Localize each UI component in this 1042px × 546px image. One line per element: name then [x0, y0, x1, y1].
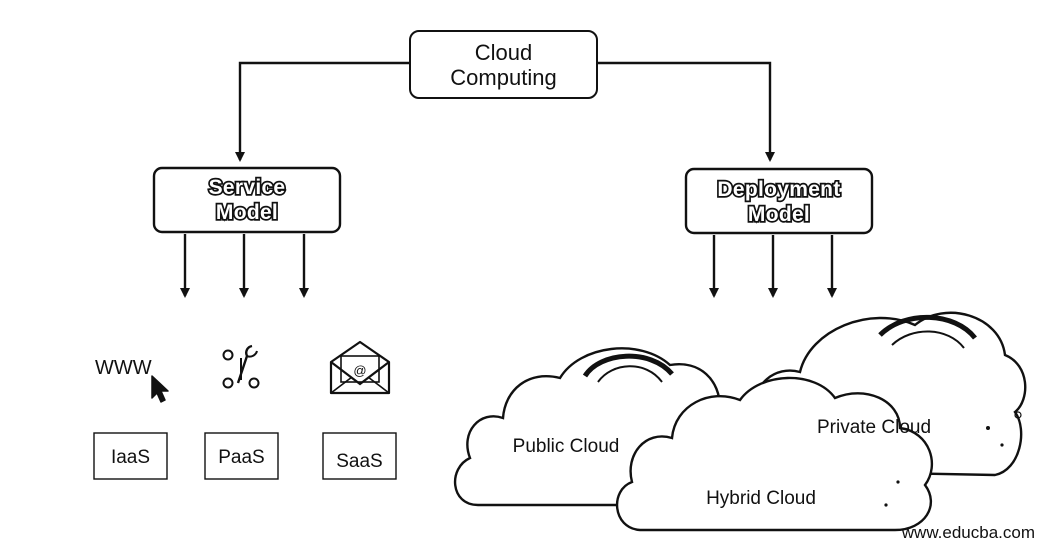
root-connectors [235, 61, 775, 162]
paas-label: PaaS [218, 447, 264, 468]
connector-to-deployment-model [597, 61, 775, 162]
service-model-arrows [180, 234, 309, 298]
watermark: www.educba.com [901, 523, 1035, 542]
service-model-label-line2: Model [216, 201, 278, 224]
svg-text:@: @ [353, 363, 366, 378]
iaas-label: IaaS [111, 447, 150, 468]
iaas-box: IaaS [93, 432, 168, 480]
service-model-label-line1: Service [209, 176, 286, 199]
deployment-model-label-line1: Deployment [717, 178, 840, 201]
deployment-model-arrows [709, 235, 837, 298]
www-cursor-icon: WWW [95, 357, 169, 403]
cloud-computing-node: Cloud Computing [409, 30, 598, 99]
email-icon: @ [329, 340, 391, 395]
www-icon-text: WWW [95, 357, 152, 379]
hybrid-cloud-shape [616, 376, 934, 532]
service-model-node: Service Model [152, 166, 342, 234]
public-cloud-label: Public Cloud [513, 436, 620, 457]
deployment-model-label-line2: Model [748, 203, 810, 226]
clouds-group: Public Cloud Private Cloud Hybrid Cloud [454, 311, 1027, 532]
saas-label: SaaS [336, 451, 382, 472]
connector-to-service-model [235, 61, 410, 162]
deployment-model-node: Deployment Model [684, 167, 874, 235]
cloud-computing-label-line2: Computing [450, 65, 556, 90]
tools-icon [222, 344, 260, 389]
paas-box: PaaS [204, 432, 279, 480]
private-cloud-label: Private Cloud [817, 417, 931, 438]
cloud-computing-label-line1: Cloud [475, 40, 532, 65]
hybrid-cloud-label: Hybrid Cloud [706, 488, 816, 509]
saas-box: SaaS [322, 432, 397, 480]
